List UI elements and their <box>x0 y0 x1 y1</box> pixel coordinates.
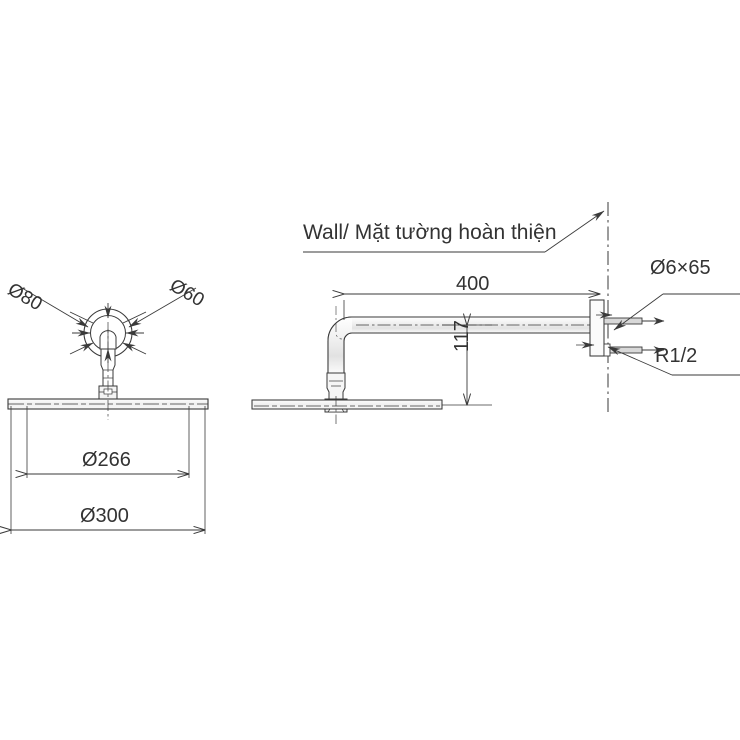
wall-note-leader <box>544 210 605 253</box>
thread-callout-label: R1/2 <box>655 345 698 367</box>
wall-note-label: Wall/ Mặt tường hoàn thiện <box>303 221 557 244</box>
dim-117-label: 117 <box>451 320 473 352</box>
front-view-geometry <box>8 287 209 534</box>
dia-266-label: Ø266 <box>82 449 131 471</box>
screw-callout-label: Ø6×65 <box>650 257 711 279</box>
side-view-geometry <box>251 202 740 424</box>
screw-callout-leader <box>613 293 664 331</box>
shower-head-plate-side <box>251 399 443 410</box>
inlet-thread-collar <box>603 343 611 357</box>
elbow-inner-curve <box>343 332 353 373</box>
flange-radial-ticks <box>69 303 147 363</box>
elbow-centerline <box>335 306 343 340</box>
dia-80-leader <box>21 287 89 328</box>
wall-flange-side <box>589 299 605 357</box>
dim-400-label: 400 <box>456 273 490 295</box>
dia-300-label: Ø300 <box>80 505 129 527</box>
thread-callout-leader <box>607 346 673 376</box>
dia-60-leader <box>128 287 197 328</box>
